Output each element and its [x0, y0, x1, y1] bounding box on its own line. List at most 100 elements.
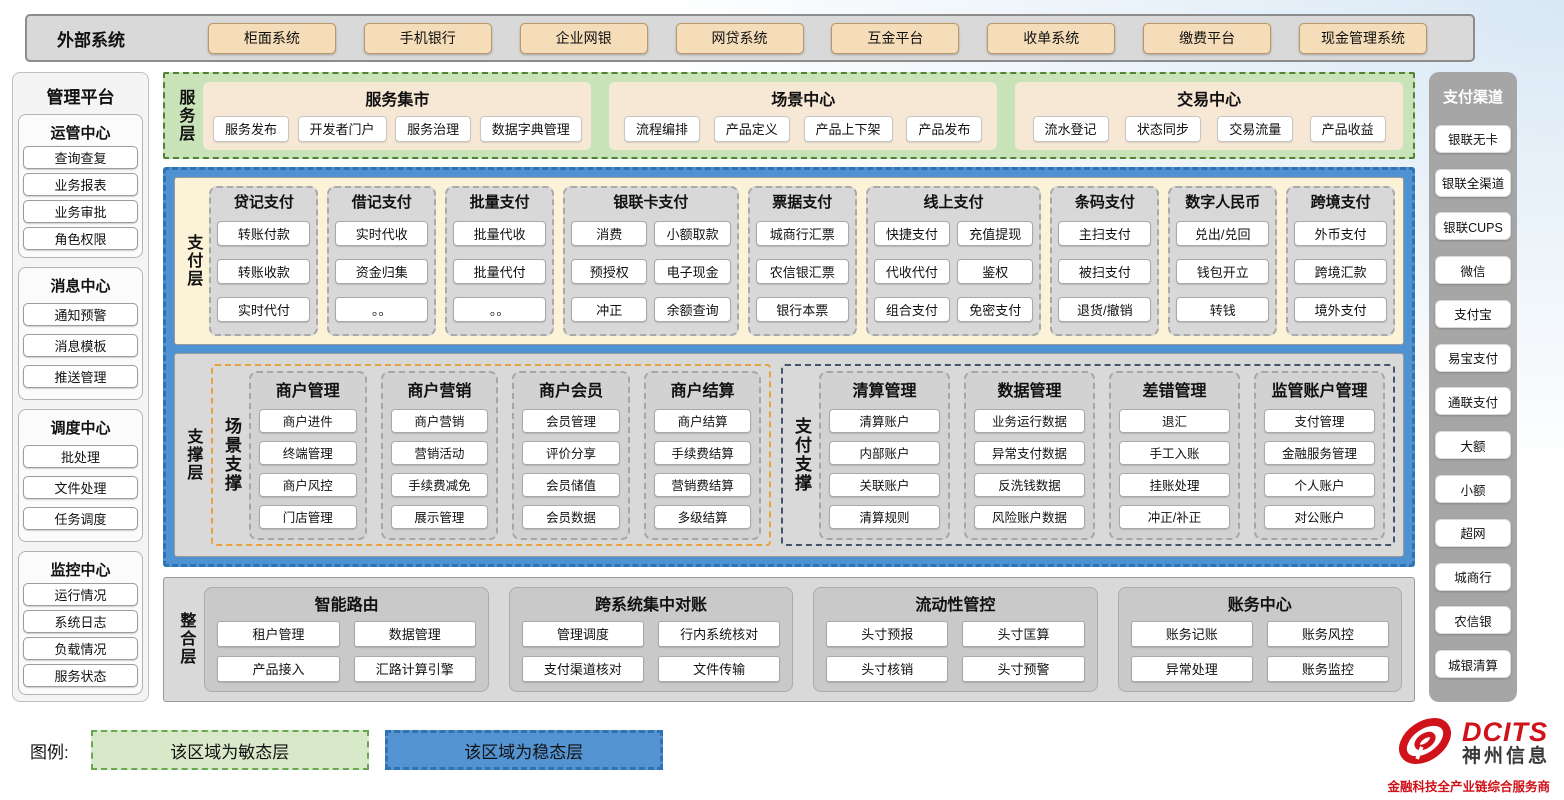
support-item-button[interactable]: 评价分享 — [522, 440, 620, 465]
management-item-button[interactable]: 通知预警 — [23, 303, 138, 326]
external-system-button[interactable]: 柜面系统 — [207, 22, 336, 54]
external-system-button[interactable]: 收单系统 — [987, 22, 1116, 54]
integration-item-button[interactable]: 账务监控 — [1266, 655, 1390, 682]
service-item-button[interactable]: 数据字典管理 — [479, 115, 582, 142]
integration-item-button[interactable]: 管理调度 — [521, 620, 644, 647]
payment-item-button[interactable]: 实时代付 — [217, 297, 311, 323]
service-item-button[interactable]: 流水登记 — [1032, 115, 1109, 142]
support-item-button[interactable]: 退汇 — [1118, 408, 1230, 433]
integration-item-button[interactable]: 行内系统核对 — [658, 620, 781, 647]
integration-item-button[interactable]: 数据管理 — [353, 620, 476, 647]
support-item-button[interactable]: 手工入账 — [1118, 440, 1230, 465]
integration-item-button[interactable]: 头寸核销 — [826, 655, 949, 682]
support-item-button[interactable]: 关联账户 — [828, 472, 940, 497]
payment-item-button[interactable]: 批量代付 — [453, 258, 547, 284]
payment-channel-button[interactable]: 大额 — [1435, 431, 1511, 460]
support-item-button[interactable]: 对公账户 — [1263, 504, 1375, 529]
support-item-button[interactable]: 终端管理 — [258, 440, 357, 465]
support-item-button[interactable]: 商户进件 — [258, 408, 357, 433]
payment-channel-button[interactable]: 银联CUPS — [1435, 212, 1511, 241]
external-system-button[interactable]: 手机银行 — [363, 22, 492, 54]
external-system-button[interactable]: 企业网银 — [519, 22, 648, 54]
support-item-button[interactable]: 多级结算 — [653, 504, 752, 529]
payment-item-button[interactable]: 钱包开立 — [1176, 258, 1270, 284]
service-item-button[interactable]: 产品上下架 — [803, 115, 893, 142]
payment-channel-button[interactable]: 城商行 — [1435, 562, 1511, 591]
support-item-button[interactable]: 商户风控 — [258, 472, 357, 497]
payment-item-button[interactable]: 免密支付 — [957, 297, 1034, 323]
support-item-button[interactable]: 会员储值 — [522, 472, 620, 497]
integration-item-button[interactable]: 头寸匡算 — [962, 620, 1085, 647]
external-system-button[interactable]: 网贷系统 — [675, 22, 804, 54]
integration-item-button[interactable]: 账务风控 — [1266, 620, 1390, 647]
external-system-button[interactable]: 互金平台 — [831, 22, 960, 54]
payment-item-button[interactable]: 退货/撤销 — [1058, 297, 1152, 323]
management-item-button[interactable]: 文件处理 — [23, 476, 138, 499]
support-item-button[interactable]: 内部账户 — [828, 440, 940, 465]
payment-item-button[interactable]: 转账收款 — [217, 258, 311, 284]
support-item-button[interactable]: 挂账处理 — [1118, 472, 1230, 497]
service-item-button[interactable]: 服务发布 — [212, 115, 289, 142]
service-item-button[interactable]: 服务治理 — [395, 115, 472, 142]
payment-item-button[interactable]: 境外支付 — [1294, 297, 1388, 323]
support-item-button[interactable]: 业务运行数据 — [973, 408, 1085, 433]
payment-item-button[interactable]: 城商行汇票 — [755, 220, 849, 246]
management-item-button[interactable]: 批处理 — [23, 445, 138, 468]
integration-item-button[interactable]: 头寸预警 — [962, 655, 1085, 682]
payment-item-button[interactable]: 农信银汇票 — [755, 258, 849, 284]
support-item-button[interactable]: 异常支付数据 — [973, 440, 1085, 465]
integration-item-button[interactable]: 文件传输 — [658, 655, 781, 682]
management-item-button[interactable]: 角色权限 — [23, 227, 138, 250]
service-item-button[interactable]: 产品定义 — [713, 115, 790, 142]
payment-item-button[interactable]: 组合支付 — [873, 297, 951, 323]
support-item-button[interactable]: 反洗钱数据 — [973, 472, 1085, 497]
payment-item-button[interactable]: 被扫支付 — [1058, 258, 1152, 284]
payment-item-button[interactable]: 外币支付 — [1294, 220, 1388, 246]
payment-item-button[interactable]: 余额查询 — [654, 297, 731, 323]
integration-item-button[interactable]: 账务记账 — [1130, 620, 1253, 647]
service-item-button[interactable]: 开发者门户 — [297, 115, 387, 142]
service-item-button[interactable]: 产品发布 — [906, 115, 983, 142]
payment-item-button[interactable]: 快捷支付 — [873, 220, 951, 246]
payment-item-button[interactable]: 。。 — [335, 297, 429, 323]
payment-channel-button[interactable]: 城银清算 — [1435, 650, 1511, 679]
integration-item-button[interactable]: 租户管理 — [217, 620, 340, 647]
payment-item-button[interactable]: 代收代付 — [873, 258, 951, 284]
payment-item-button[interactable]: 跨境汇款 — [1294, 258, 1388, 284]
management-item-button[interactable]: 查询查复 — [23, 146, 138, 169]
support-item-button[interactable]: 门店管理 — [258, 504, 357, 529]
service-item-button[interactable]: 流程编排 — [624, 115, 701, 142]
payment-item-button[interactable]: 电子现金 — [654, 258, 731, 284]
external-system-button[interactable]: 现金管理系统 — [1299, 22, 1427, 54]
integration-item-button[interactable]: 产品接入 — [217, 655, 340, 682]
management-item-button[interactable]: 负载情况 — [23, 637, 138, 660]
service-item-button[interactable]: 状态同步 — [1124, 115, 1201, 142]
payment-item-button[interactable]: 鉴权 — [957, 258, 1034, 284]
payment-channel-button[interactable]: 银联全渠道 — [1435, 168, 1511, 197]
management-item-button[interactable]: 业务报表 — [23, 173, 138, 196]
payment-channel-button[interactable]: 银联无卡 — [1435, 124, 1511, 153]
payment-item-button[interactable]: 冲正 — [571, 297, 648, 323]
support-item-button[interactable]: 支付管理 — [1263, 408, 1375, 433]
integration-item-button[interactable]: 支付渠道核对 — [521, 655, 644, 682]
external-system-button[interactable]: 缴费平台 — [1143, 22, 1272, 54]
support-item-button[interactable]: 展示管理 — [390, 504, 489, 529]
integration-item-button[interactable]: 异常处理 — [1130, 655, 1253, 682]
payment-channel-button[interactable]: 小额 — [1435, 475, 1511, 504]
support-item-button[interactable]: 个人账户 — [1263, 472, 1375, 497]
support-item-button[interactable]: 风险账户数据 — [973, 504, 1085, 529]
payment-item-button[interactable]: 消费 — [571, 220, 648, 246]
payment-item-button[interactable]: 转账付款 — [217, 220, 311, 246]
management-item-button[interactable]: 运行情况 — [23, 583, 138, 606]
service-item-button[interactable]: 产品收益 — [1309, 115, 1386, 142]
service-item-button[interactable]: 交易流量 — [1217, 115, 1294, 142]
payment-channel-button[interactable]: 农信银 — [1435, 606, 1511, 635]
management-item-button[interactable]: 任务调度 — [23, 507, 138, 530]
payment-channel-button[interactable]: 微信 — [1435, 256, 1511, 285]
support-item-button[interactable]: 清算规则 — [828, 504, 940, 529]
payment-channel-button[interactable]: 通联支付 — [1435, 387, 1511, 416]
support-item-button[interactable]: 营销活动 — [390, 440, 489, 465]
support-item-button[interactable]: 清算账户 — [828, 408, 940, 433]
payment-item-button[interactable]: 小额取款 — [654, 220, 731, 246]
integration-item-button[interactable]: 汇路计算引擎 — [353, 655, 476, 682]
